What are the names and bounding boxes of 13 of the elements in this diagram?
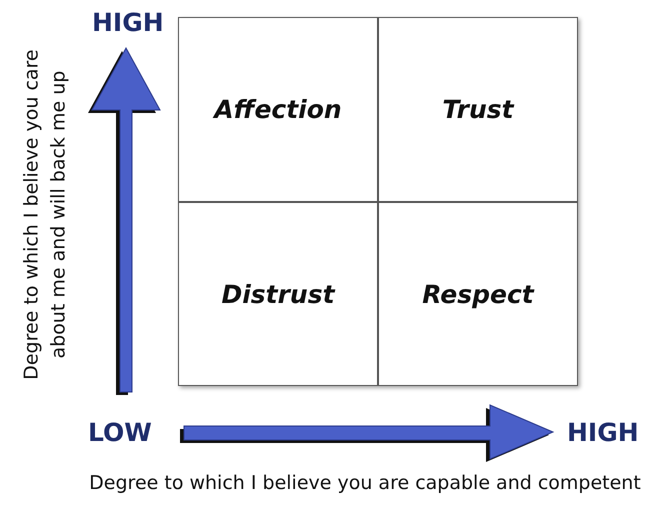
axis-label: LOW [88,418,152,447]
axis-label: HIGH [92,8,164,37]
quadrant-label: Distrust [221,280,335,308]
quadrant-label: Affection [214,95,342,124]
axis-title: Degree to which I believe you are capable and competent [88,471,642,496]
quadrant-box [178,17,378,202]
quadrant-box [378,202,578,386]
axis-title: Degree to which I believe you care about me and will back me up [19,48,70,382]
quadrant-box [378,17,578,202]
quadrant-label: Respect [422,280,534,308]
quadrant-label: Trust [442,95,514,124]
quadrant-box [178,202,378,386]
axis-label: HIGH [567,418,639,447]
